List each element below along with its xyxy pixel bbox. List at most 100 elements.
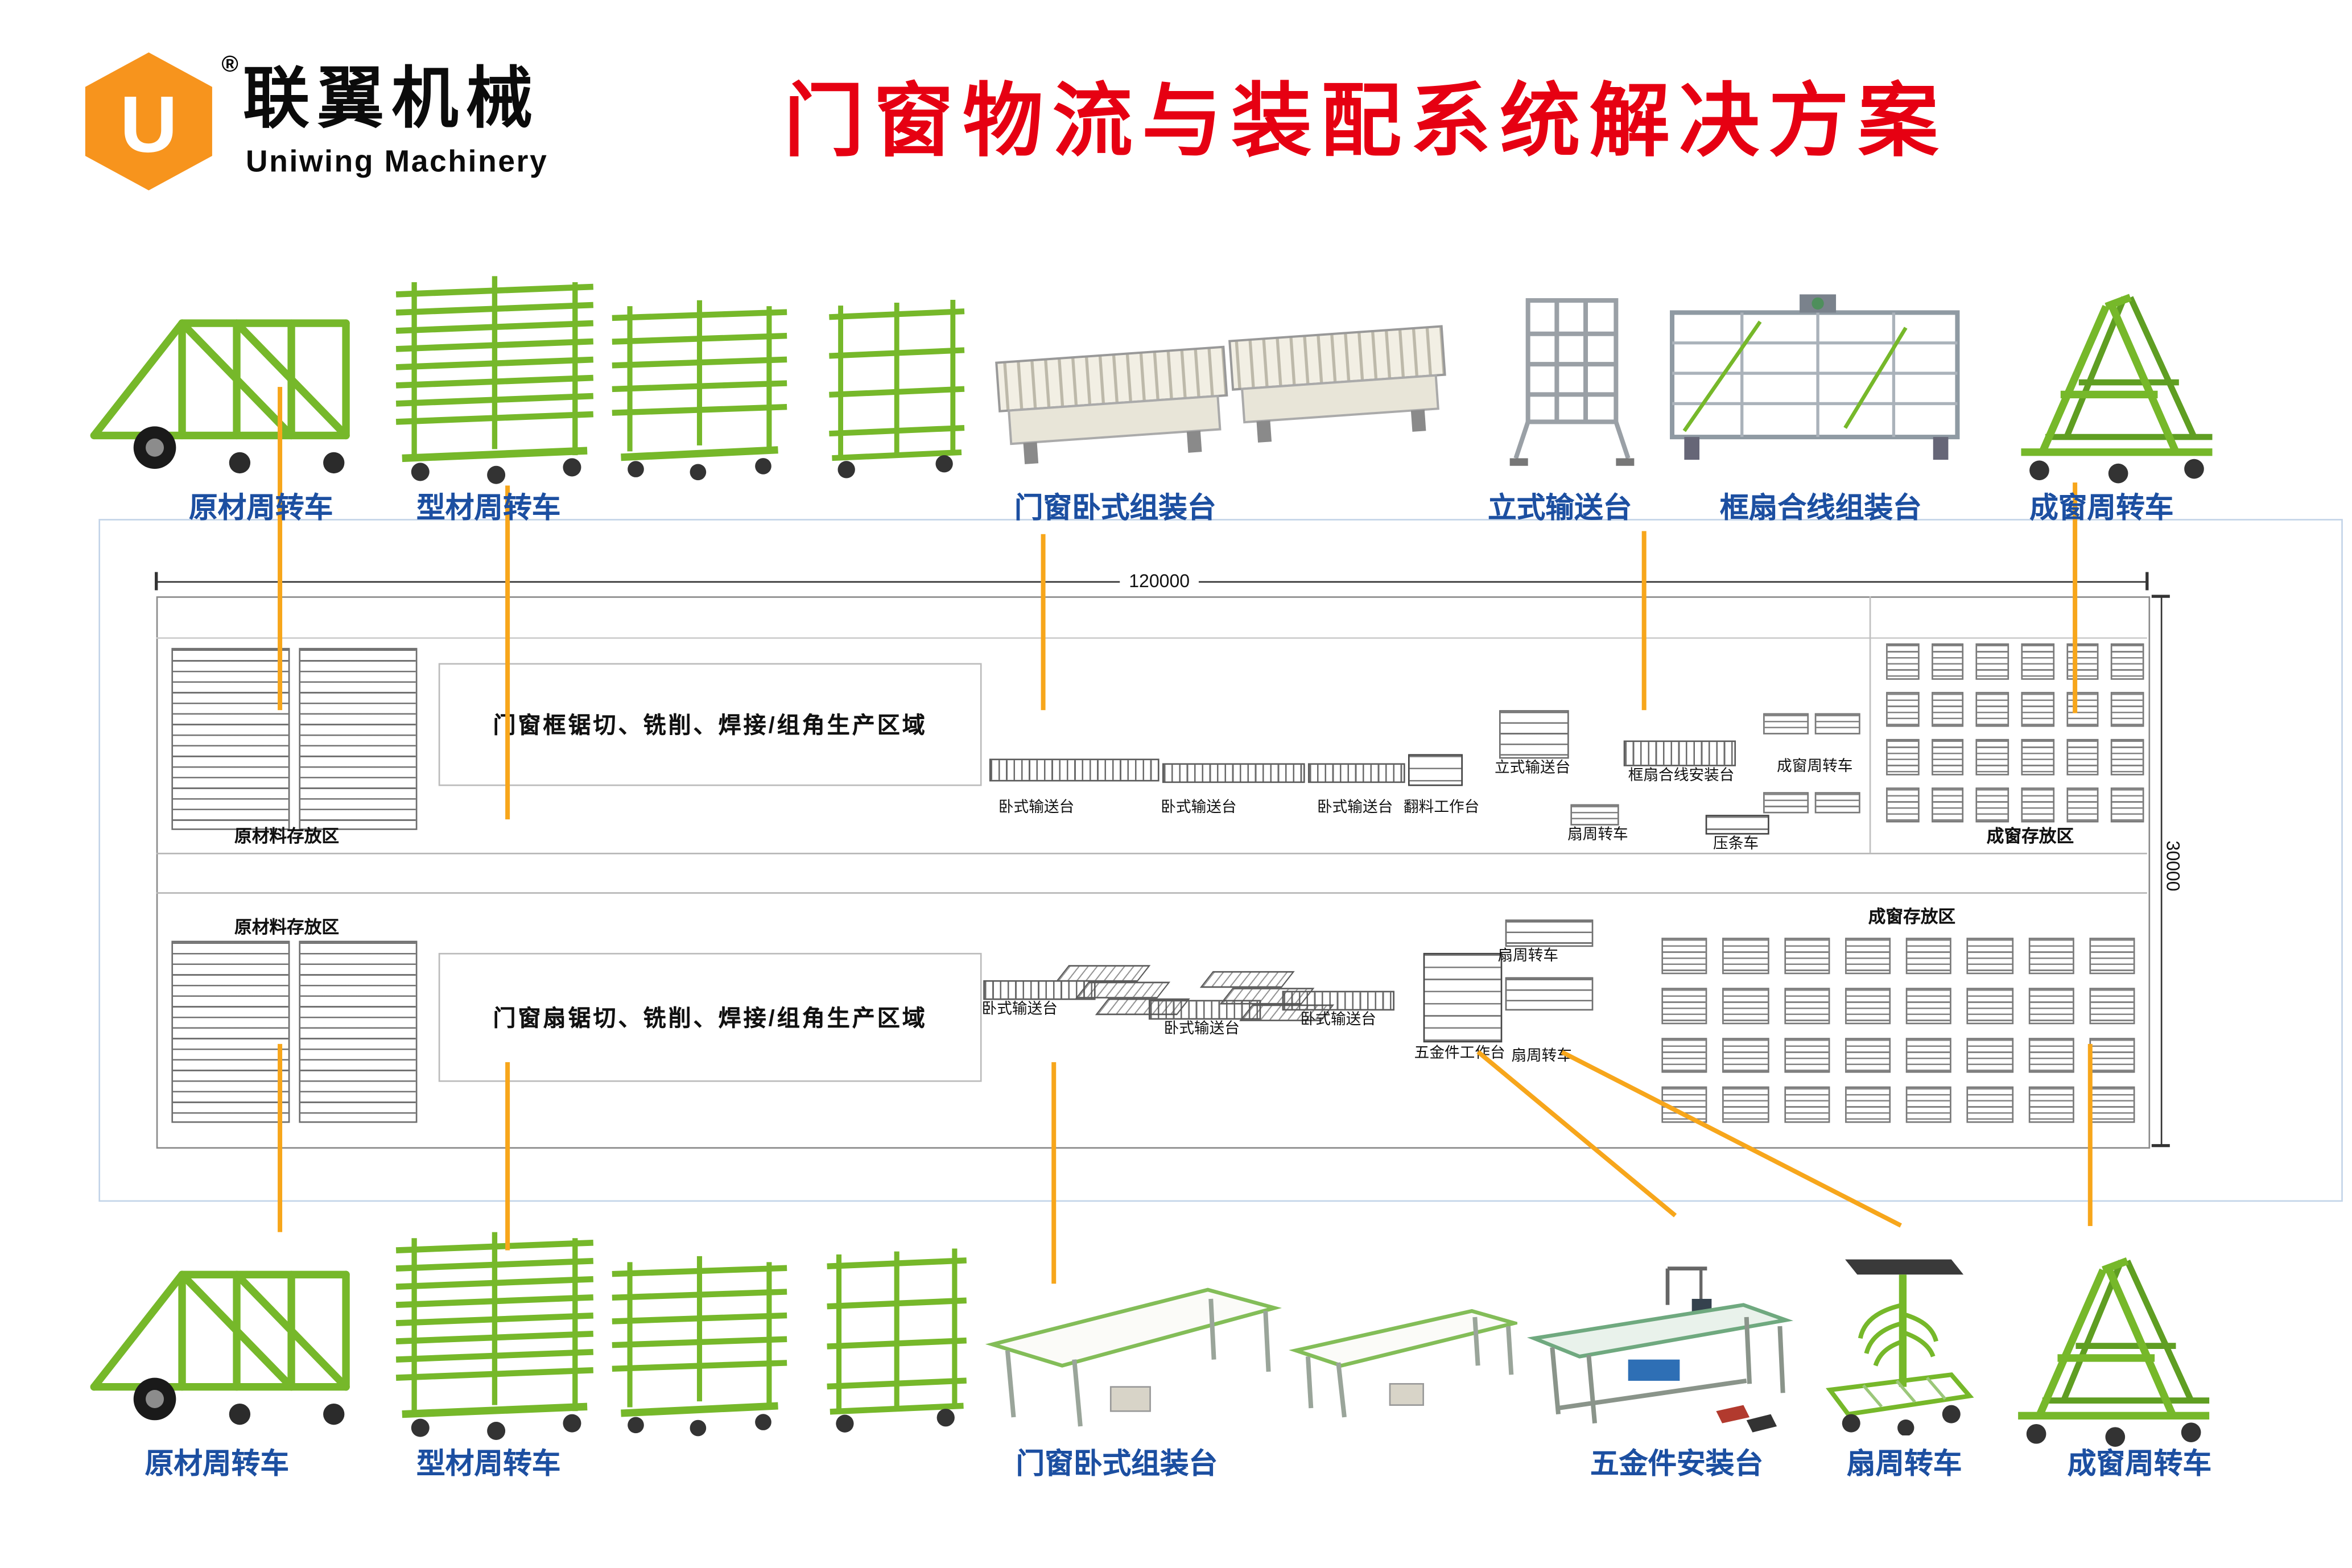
- label-hardware-installation-table: 五金件安装台: [1590, 1449, 1764, 1481]
- finished-cart-symbol: [1814, 792, 1860, 814]
- connector-frame-sash-line: [1641, 531, 1647, 711]
- finished-window-cart-illustration-bottom: [1997, 1237, 2227, 1453]
- plan-aisle-line-1: [156, 852, 2147, 855]
- finished-window-rack-icon: [1967, 938, 2013, 974]
- finished-window-rack-icon: [1784, 1087, 1830, 1123]
- connector-assembly-table-bottom: [1051, 1062, 1057, 1284]
- connector-profile-cart-bottom: [505, 1062, 510, 1251]
- finished-window-rack-icon: [1845, 938, 1891, 974]
- conveyor-strip: [1282, 991, 1394, 1011]
- plan-boundary: [156, 596, 2151, 1149]
- finished-window-rack-icon: [1845, 1087, 1891, 1123]
- conveyor-strip: [1162, 763, 1305, 783]
- sash-on-line-symbol: [1075, 981, 1171, 998]
- finished-window-rack-icon: [1905, 938, 1952, 974]
- finished-window-rack-icon: [1661, 987, 1708, 1024]
- label-finished-window-cart-top: 成窗周转车: [2029, 493, 2174, 525]
- conveyor-strip: [989, 758, 1160, 782]
- label-profile-cart-bottom: 型材周转车: [416, 1449, 561, 1481]
- finished-window-rack-icon: [1722, 938, 1769, 974]
- finished-window-rack-icon: [2021, 643, 2054, 679]
- label-frame-sash-assembler: 框扇合线组装台: [1720, 493, 1922, 525]
- sash-cart-symbol: [1570, 804, 1619, 826]
- sash-cart-symbol: [1505, 919, 1594, 947]
- finished-window-rack-icon: [2089, 1037, 2135, 1074]
- finished-window-rack-icon: [1886, 691, 1919, 727]
- raw-storage-label-top: 原材料存放区: [234, 828, 340, 847]
- finished-window-rack-icon: [2066, 786, 2099, 823]
- finished-window-rack-icon: [1886, 738, 1919, 775]
- plan-label-horizontal-conveyor: 卧式输送台: [1161, 799, 1237, 816]
- label-raw-material-cart-top: 原材周转车: [188, 493, 333, 525]
- finished-window-rack-icon: [2111, 786, 2144, 823]
- finished-window-rack-icon: [2089, 987, 2135, 1024]
- finished-window-rack-icon: [1905, 1037, 1952, 1074]
- plan-label-frame-sash-line: 框扇合线安装台: [1628, 768, 1735, 785]
- finished-window-rack-icon: [1886, 643, 1919, 679]
- plan-label-sash-cart: 扇周转车: [1497, 948, 1559, 965]
- connector-assembly-table-top: [1041, 534, 1046, 711]
- finished-window-rack-icon: [2028, 1037, 2074, 1074]
- finished-window-rack-icon: [1784, 1037, 1830, 1074]
- logo-letter: U: [120, 80, 178, 169]
- finished-window-rack-icon: [1931, 738, 1964, 775]
- label-profile-cart-top: 型材周转车: [416, 493, 561, 525]
- connector-raw-cart-bottom: [278, 1043, 283, 1232]
- plan-label-horizontal-conveyor: 卧式输送台: [1300, 1012, 1376, 1029]
- profile-rack-cart-illustration-top: [384, 270, 604, 490]
- label-sash-cart: 扇周转车: [1846, 1449, 1962, 1481]
- sash-production-zone: 门窗扇锯切、铣削、焊接/组角生产区域: [438, 952, 982, 1082]
- finished-window-rack-icon: [1784, 987, 1830, 1024]
- registered-mark: ®: [221, 51, 238, 78]
- finished-window-rack-icon: [1661, 1037, 1708, 1074]
- finished-window-rack-icon: [1976, 786, 2009, 823]
- sash-on-line-symbol: [1055, 965, 1151, 982]
- finished-window-rack-icon: [1905, 1087, 1952, 1123]
- finished-storage-grid-top: [1886, 643, 2144, 823]
- finished-window-rack-icon: [1976, 691, 2009, 727]
- finished-window-rack-icon: [2089, 938, 2135, 974]
- finished-window-cart-illustration-top: [2000, 273, 2230, 489]
- plan-divider-line: [1869, 596, 1871, 853]
- finished-storage-grid-bottom: [1661, 938, 2135, 1123]
- finished-window-rack-icon: [1886, 786, 1919, 823]
- finished-window-rack-icon: [2066, 643, 2099, 679]
- flip-worktable-symbol: [1408, 754, 1463, 786]
- plan-outer-frame: [98, 519, 2343, 1202]
- sash-on-line-symbol: [1199, 971, 1295, 988]
- sash-cart-illustration: [1818, 1244, 1979, 1435]
- vertical-conveyor-illustration: [1507, 288, 1636, 473]
- finished-window-rack-icon: [1845, 1037, 1891, 1074]
- dimension-line-right: [2160, 596, 2163, 1146]
- frame-sash-line-symbol: [1623, 740, 1736, 766]
- finished-window-rack-icon: [2021, 738, 2054, 775]
- connector-raw-cart-top: [278, 387, 283, 711]
- finished-cart-symbol: [1763, 792, 1809, 814]
- plan-label-flip-worktable: 翻料工作台: [1403, 799, 1480, 816]
- finished-window-rack-icon: [1976, 738, 2009, 775]
- shelf-cart-illustration-top: [814, 288, 980, 482]
- finished-window-rack-icon: [1722, 1037, 1769, 1074]
- plan-line: [156, 637, 2147, 639]
- plan-label-horizontal-conveyor: 卧式输送台: [981, 1001, 1058, 1018]
- dimension-width-value: 120000: [1120, 572, 1199, 591]
- finished-window-rack-icon: [2111, 691, 2144, 727]
- label-finished-window-cart-bottom: 成窗周转车: [2067, 1449, 2212, 1481]
- raw-storage-rack-block: [171, 647, 290, 830]
- finished-window-rack-icon: [2028, 987, 2074, 1024]
- finished-window-rack-icon: [2021, 691, 2054, 727]
- plan-label-bead-cart: 压条车: [1713, 836, 1759, 853]
- shelf-cart-illustration-bottom: [814, 1237, 980, 1437]
- finished-window-rack-icon: [1784, 938, 1830, 974]
- conveyor-strip: [1307, 763, 1405, 783]
- raw-storage-label-bottom: 原材料存放区: [234, 919, 340, 938]
- finished-window-rack-icon: [1967, 1037, 2013, 1074]
- plan-label-horizontal-conveyor: 卧式输送台: [1163, 1021, 1240, 1038]
- horizontal-assembly-table-illustration-top: [987, 298, 1460, 477]
- finished-window-rack-icon: [2028, 938, 2074, 974]
- connector-finished-cart-bottom: [2087, 1043, 2093, 1226]
- finished-storage-label-top: 成窗存放区: [1986, 828, 2074, 847]
- dim-tick: [2145, 572, 2148, 591]
